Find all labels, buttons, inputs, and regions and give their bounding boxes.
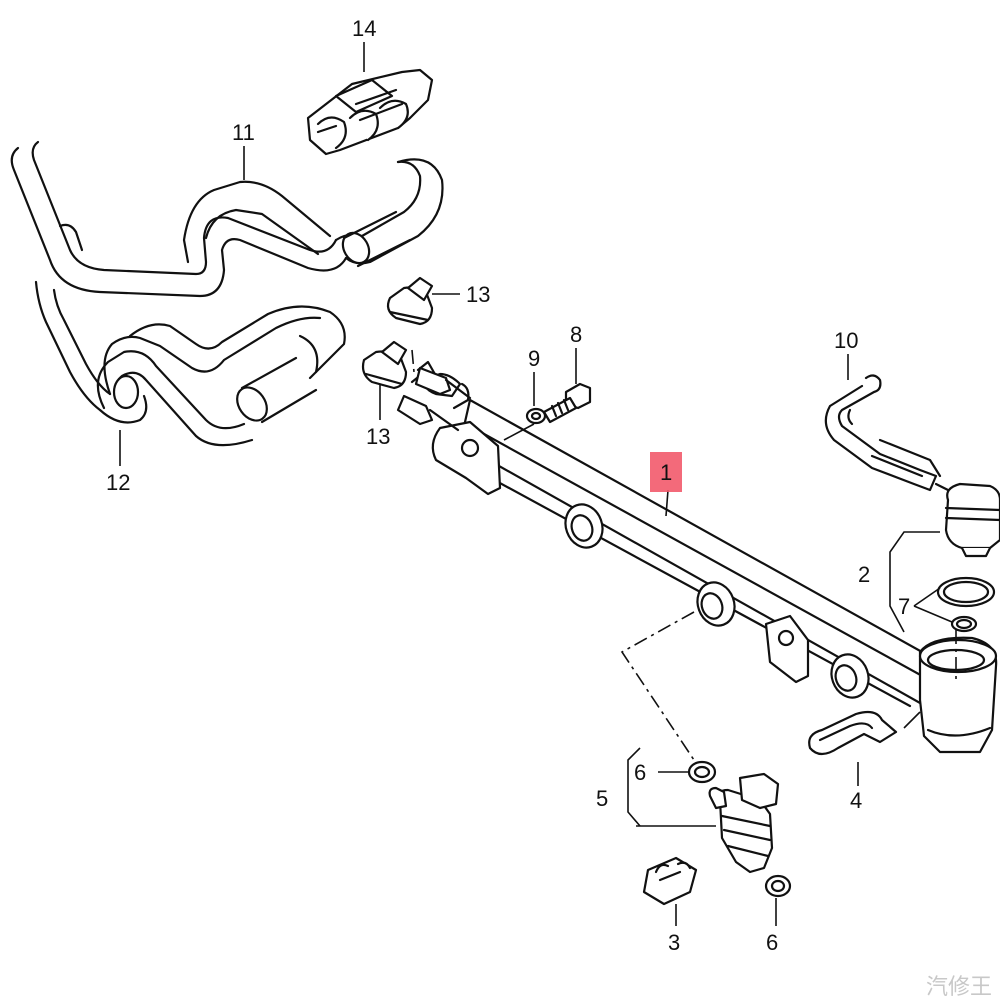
- callout-labels: 14 11 13 8 9 10 13 12 1 2 7 4 5 6 3 6: [106, 16, 910, 955]
- callout-4: 4: [850, 788, 862, 813]
- callout-8: 8: [570, 322, 582, 347]
- callout-2: 2: [858, 562, 870, 587]
- callout-10: 10: [834, 328, 858, 353]
- callout-6-lower: 6: [766, 930, 778, 955]
- hose-fittings: [396, 366, 472, 432]
- callout-6-upper: 6: [634, 760, 646, 785]
- part-3-injector-clip: [642, 856, 698, 906]
- callout-9: 9: [528, 346, 540, 371]
- callout-12: 12: [106, 470, 130, 495]
- part-7-o-ring-small: [950, 615, 978, 633]
- part-2-pressure-regulator: [934, 482, 1000, 558]
- callout-3: 3: [668, 930, 680, 955]
- callout-11: 11: [232, 120, 255, 145]
- part-13-hose-clamp-upper: [386, 276, 434, 326]
- leader-lines: [119, 42, 953, 926]
- part-7-o-ring-large: [936, 576, 996, 608]
- callout-1: 1: [660, 460, 672, 485]
- part-9-washer: [525, 407, 547, 425]
- part-8-bolt: [542, 382, 592, 424]
- part-14-clip-bracket: [306, 68, 434, 156]
- watermark: 汽修王: [926, 975, 992, 1000]
- part-6-o-ring-upper: [687, 760, 717, 784]
- callout-13-upper: 13: [466, 282, 490, 307]
- part-11-coolant-hose: [10, 140, 444, 298]
- callout-13-lower: 13: [366, 424, 390, 449]
- part-4-retaining-clip: [808, 710, 898, 756]
- part-1-fuel-rail: [410, 360, 998, 754]
- assembly-lines: [411, 349, 957, 761]
- part-10-vacuum-hose: [824, 374, 942, 492]
- callout-14: 14: [352, 16, 376, 41]
- part-5-fuel-injector: [708, 772, 780, 874]
- callout-1-highlight: [650, 452, 682, 492]
- callout-5: 5: [596, 786, 608, 811]
- callout-7: 7: [898, 594, 910, 619]
- part-6-o-ring-lower: [764, 874, 792, 898]
- part-13-hose-clamp-lower: [361, 340, 408, 390]
- part-12-coolant-hose: [34, 280, 346, 447]
